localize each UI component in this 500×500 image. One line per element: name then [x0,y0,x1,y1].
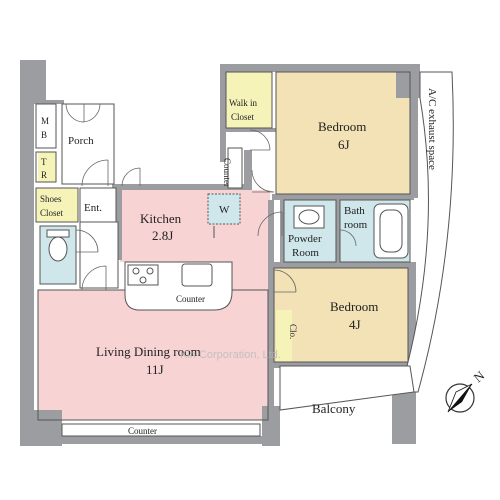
entrance-area [79,187,117,223]
bedroom2-size: 4J [349,317,361,332]
mb-label-b: B [41,130,47,140]
walkin-closet-floor [226,72,272,128]
bottom-counter-label: Counter [128,426,157,436]
shoes-closet-label-2: Closet [40,208,64,218]
balcony-label: Balcony [312,401,356,416]
walkin-label-2: Closet [231,112,255,122]
bath-room-label-1: Bath [344,205,365,217]
kitchen-floor [120,190,270,260]
kitchen-counter-label: Counter [176,294,205,304]
ac-exhaust-label: A/C exhaust space [426,88,438,170]
walkin-label-1: Walk in [229,98,258,108]
kitchen-sink-icon [181,263,213,287]
small-counter-label: Counter [222,158,232,187]
shoes-closet-floor [36,188,78,222]
watermark: Kin Corporation, Ltd. [180,349,281,361]
bath-room-label-2: room [344,219,368,231]
porch-label: Porch [68,135,94,147]
bedroom1-size: 6J [338,137,350,152]
tr-closet-floor [38,152,56,182]
bedroom2-floor [273,265,410,365]
toilet-room-box [39,225,77,285]
living-size: 11J [146,362,164,377]
mb-label-m: M [41,116,49,126]
bathtub-icon [373,203,409,259]
tr-box [35,151,57,183]
kitchen-label: Kitchen [140,211,182,226]
doors [65,103,357,293]
tr-label-t: T [41,157,47,167]
bedroom2-label: Bedroom [330,299,378,314]
mb-box [35,103,57,149]
bottom-counter [61,423,261,437]
bedroom2-closet-label: Clo. [288,324,298,339]
corridor [79,221,119,289]
small-counter [227,147,243,189]
bedroom1-floor [276,72,414,196]
ac-exhaust-space [399,71,454,393]
entrance-label: Ent. [84,202,102,214]
washbasin-icon [293,205,325,229]
powder-room-label-1: Powder [288,233,322,245]
compass-label: N [471,367,488,385]
kitchen-size: 2.8J [152,228,173,243]
shoes-closet-label-1: Shoes [40,194,62,204]
tr-label-r: R [41,170,47,180]
washer-floor [208,194,240,224]
compass: N [445,367,488,413]
shoes-closet-box [35,187,79,223]
balcony-outline [279,365,415,411]
washer-icon [207,193,241,225]
living-label: Living Dining room [96,344,201,359]
toilet-icon [46,229,70,262]
porch-area [61,103,115,185]
bedroom1-label: Bedroom [318,119,366,134]
bedroom2-closet-floor [276,310,292,362]
powder-room-label-2: Room [292,247,319,259]
washer-label: W [219,204,230,216]
kitchen-counter [124,261,233,311]
